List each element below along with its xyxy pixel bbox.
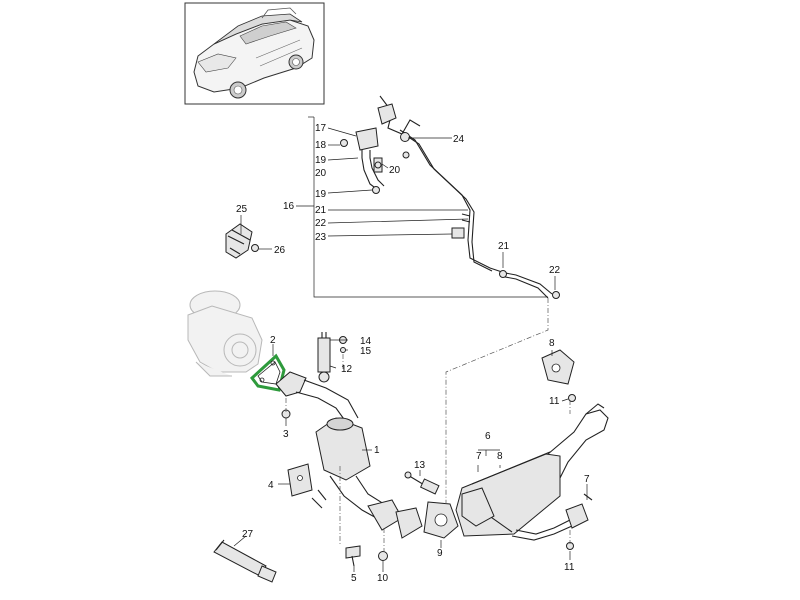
bolt-5 xyxy=(345,545,361,567)
nut-10 xyxy=(378,551,388,561)
washer-15 xyxy=(340,347,346,353)
callout-8: 8 xyxy=(497,451,503,462)
callout-5: 5 xyxy=(351,573,357,584)
callout-26: 26 xyxy=(274,245,286,256)
callout-13: 13 xyxy=(414,460,426,471)
callout-27: 27 xyxy=(242,529,254,540)
callout-7: 7 xyxy=(476,451,482,462)
callout-labels: 1 2 3 4 5 6 7 7 8 8 9 10 11 11 12 13 14 … xyxy=(236,123,590,584)
callout-19-lower: 19 xyxy=(315,189,327,200)
oxygen-sensor-13 xyxy=(404,471,440,495)
gasket-9 xyxy=(423,501,459,539)
callout-3: 3 xyxy=(283,429,289,440)
callout-20: 20 xyxy=(315,168,327,179)
callout-6: 6 xyxy=(485,431,491,442)
callout-10: 10 xyxy=(377,573,389,584)
bolt-18 xyxy=(340,139,348,147)
suv-vehicle-icon xyxy=(193,7,315,99)
pressure-pipe-assembly xyxy=(340,95,560,299)
vehicle-thumbnail xyxy=(184,2,325,105)
callout-9: 9 xyxy=(437,548,443,559)
pipe-assembly-bracket xyxy=(296,116,548,298)
leader-lines xyxy=(233,127,588,572)
callout-25: 25 xyxy=(236,204,248,215)
callout-21: 21 xyxy=(315,205,327,216)
callout-15: 15 xyxy=(360,346,372,357)
clip-24 xyxy=(400,132,410,142)
callout-23: 23 xyxy=(315,232,327,243)
callout-22-right: 22 xyxy=(549,265,561,276)
hose-clamp-21 xyxy=(499,270,507,278)
bracket-16 xyxy=(313,117,548,298)
callout-21-right: 21 xyxy=(498,241,510,252)
rear-silencer-6 xyxy=(455,349,609,550)
callout-1: 1 xyxy=(374,445,380,456)
nut-26 xyxy=(251,244,259,252)
assembly-paste-tube-27 xyxy=(213,539,277,583)
callout-20-right: 20 xyxy=(389,165,401,176)
bolt-11-upper xyxy=(568,394,576,402)
callout-7-right: 7 xyxy=(584,474,590,485)
clip-23 xyxy=(451,227,465,239)
callout-8-top: 8 xyxy=(549,338,555,349)
callout-18: 18 xyxy=(315,140,327,151)
callout-22: 22 xyxy=(315,218,327,229)
clamp-22 xyxy=(552,291,560,299)
callout-17: 17 xyxy=(315,123,327,134)
assembly-lines xyxy=(285,298,571,552)
oxygen-sensor-12 xyxy=(317,337,331,373)
callout-19: 19 xyxy=(315,155,327,166)
callout-24: 24 xyxy=(453,134,465,145)
front-pipe-catalytic-converter xyxy=(275,332,423,539)
pressure-sensor xyxy=(355,127,379,151)
callout-2: 2 xyxy=(270,335,276,346)
turbocharger-ghost xyxy=(187,290,263,377)
callout-12: 12 xyxy=(341,364,353,375)
callout-11-lower: 11 xyxy=(564,562,575,573)
retaining-clip-25 xyxy=(225,223,259,259)
callout-14: 14 xyxy=(360,336,372,347)
callout-11-upper: 11 xyxy=(549,396,560,407)
callout-4: 4 xyxy=(268,480,274,491)
callout-16: 16 xyxy=(283,201,295,212)
